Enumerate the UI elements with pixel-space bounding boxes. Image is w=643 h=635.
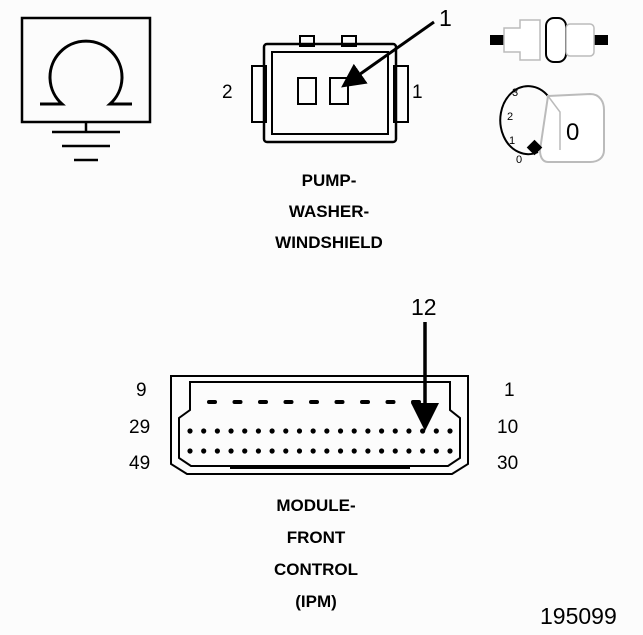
ipm-pin-row3 (228, 448, 234, 454)
ipm-pin-row2 (242, 428, 248, 434)
ipm-pin-row2 (433, 428, 439, 434)
ipm-pin-row2 (255, 428, 262, 434)
ipm-pin-row2 (214, 428, 220, 434)
ipm-name-line-2: FRONT (287, 528, 346, 547)
ipm-pin-row2 (283, 428, 289, 434)
ignition-pos-0: 0 (516, 154, 522, 166)
ipm-pin-row3 (420, 448, 426, 454)
ipm-name-line-1: MODULE- (276, 496, 355, 515)
ground-resistance-icon (20, 16, 152, 162)
ipm-pin-row3 (337, 448, 344, 454)
ipm-pin-row2 (324, 428, 330, 434)
ipm-pin-row3 (378, 448, 385, 454)
ipm-pin-row2 (187, 428, 193, 434)
ipm-pin-row3 (433, 448, 439, 454)
ipm-pin-row2 (351, 428, 357, 434)
ipm-pin-row2 (420, 428, 426, 434)
ipm-pin-row2 (337, 428, 344, 434)
ipm-pin-row1 (334, 400, 345, 404)
ipm-pin-row3 (283, 448, 289, 454)
ipm-pin-row3 (447, 448, 453, 454)
ipm-pin-row3 (365, 448, 371, 454)
ipm-pin-row2 (365, 428, 371, 434)
ignition-pos-3: 3 (512, 87, 518, 99)
ipm-name-line-4: (IPM) (295, 592, 337, 611)
ignition-pos-2: 2 (507, 111, 513, 123)
ipm-pin-row3 (324, 448, 330, 454)
ipm-row1-left-label: 9 (136, 380, 147, 401)
ipm-pin-row1 (385, 400, 396, 404)
pump-washer-connector (251, 20, 435, 144)
ipm-row-2-pins (187, 428, 453, 434)
figure-number: 195099 (540, 603, 617, 629)
ipm-connector (170, 322, 469, 475)
ipm-row1-right-label: 1 (504, 380, 515, 401)
pump-name-line-1: PUMP- (302, 171, 357, 190)
ignition-pos-1: 1 (509, 135, 515, 147)
fuse-icon (490, 17, 608, 63)
ipm-pin-row3 (214, 448, 220, 454)
ipm-row-1-pins (207, 400, 421, 404)
ipm-pin-row2 (201, 428, 207, 434)
ipm-pin-row2 (269, 428, 275, 434)
ipm-row-3-pins (187, 448, 453, 454)
ipm-row2-left-label: 29 (129, 417, 150, 438)
ipm-pin-row2 (392, 428, 398, 434)
ipm-name-line-3: CONTROL (274, 560, 358, 579)
ipm-pin-row2 (310, 428, 316, 434)
ipm-pin-row3 (351, 448, 357, 454)
ipm-pin-row2 (378, 428, 385, 434)
ipm-pin-row3 (187, 448, 193, 454)
ipm-pin-row3 (310, 448, 316, 454)
pump-pin-1 (329, 77, 349, 105)
ipm-callout-number: 12 (411, 294, 437, 320)
ipm-pin-row2 (228, 428, 234, 434)
ipm-pin-row3 (269, 448, 275, 454)
ignition-key-icon (499, 85, 605, 163)
pump-left-pin-label: 2 (222, 82, 233, 103)
ipm-pin-row2 (447, 428, 453, 434)
ipm-pin-row3 (392, 448, 398, 454)
ipm-pin-row2 (406, 428, 412, 434)
ipm-pin-row3 (242, 448, 248, 454)
ipm-row2-right-label: 10 (497, 417, 518, 438)
ipm-pin-row1 (360, 400, 370, 404)
ipm-pin-row2 (296, 428, 303, 434)
pump-pin-2 (297, 77, 317, 105)
pump-name-line-2: WASHER- (289, 202, 369, 221)
pump-name-line-3: WINDSHIELD (275, 233, 383, 252)
key-position-label: 0 (566, 119, 579, 146)
ipm-row3-right-label: 30 (497, 453, 518, 474)
pump-callout-arrow (341, 20, 435, 88)
pump-right-pin-label: 1 (412, 82, 423, 103)
ipm-pin-row3 (406, 448, 412, 454)
ipm-pin-row3 (201, 448, 207, 454)
ipm-pin-row1 (207, 400, 217, 404)
ipm-pin-row1 (411, 400, 421, 404)
ipm-pin-row1 (232, 400, 243, 404)
pump-callout-number: 1 (439, 5, 452, 31)
ipm-row3-left-label: 49 (129, 453, 150, 474)
ipm-pin-row1 (309, 400, 319, 404)
ipm-pin-row1 (283, 400, 294, 404)
ipm-pin-row3 (296, 448, 303, 454)
ipm-pin-row1 (258, 400, 268, 404)
ipm-pin-row3 (255, 448, 262, 454)
